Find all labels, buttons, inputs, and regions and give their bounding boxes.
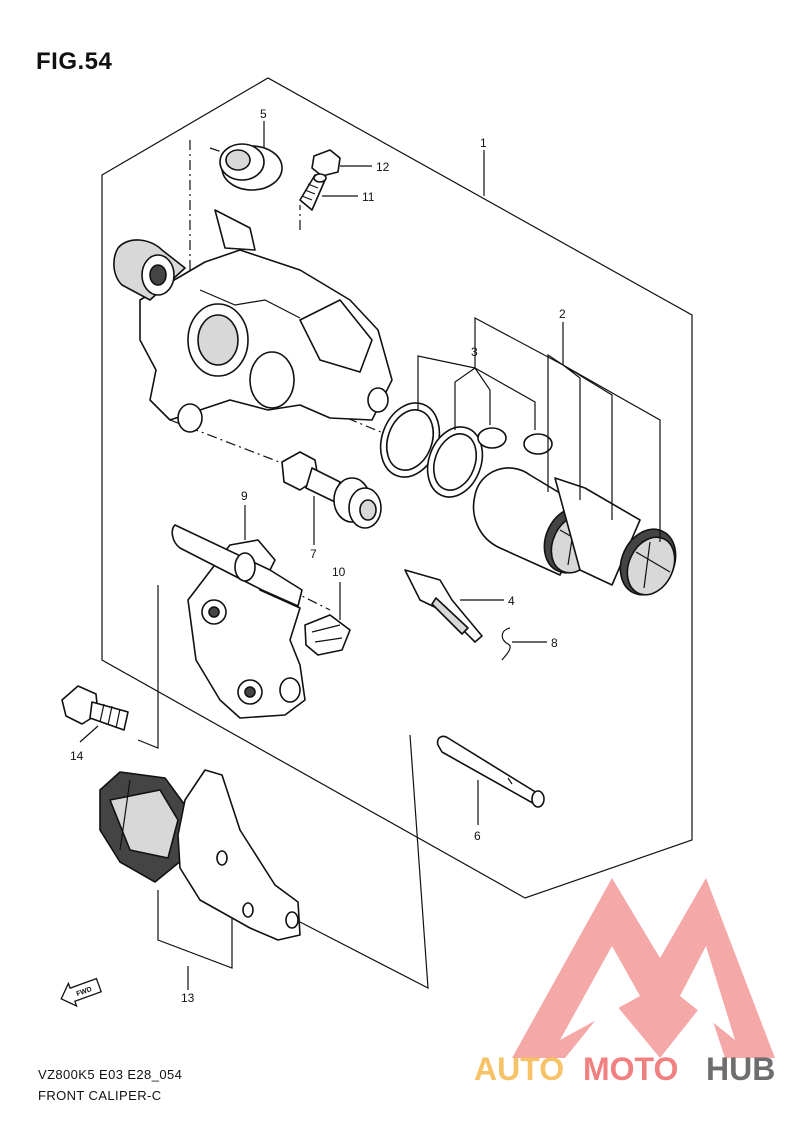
callout-8: 8 bbox=[551, 636, 558, 650]
watermark-text: AUTO MOTO HUB bbox=[474, 1051, 775, 1087]
part-9-caliper-bracket bbox=[171, 524, 306, 719]
callout-4: 4 bbox=[508, 594, 515, 608]
part-3-piston-seals bbox=[379, 402, 553, 498]
diagram-caption: FRONT CALIPER-C bbox=[38, 1088, 162, 1103]
part-14-mounting-bolt bbox=[61, 685, 129, 731]
callout-13: 13 bbox=[181, 991, 195, 1005]
callout-12: 12 bbox=[376, 160, 390, 174]
callout-3: 3 bbox=[471, 345, 478, 359]
diagram-footer: VZ800K5 E03 E28_054 FRONT CALIPER-C bbox=[38, 1064, 182, 1106]
watermark-moto: MOTO bbox=[583, 1051, 678, 1087]
part-7-slide-pin bbox=[281, 451, 382, 529]
part-12-bleeder-cap bbox=[311, 149, 341, 177]
callout-labels: 1 2 3 4 5 6 7 8 9 10 11 12 13 14 bbox=[70, 107, 566, 1005]
callout-11: 11 bbox=[362, 190, 375, 204]
part-4-pad-spring bbox=[404, 569, 483, 643]
caliper-assembly-boundary bbox=[101, 77, 693, 899]
part-8-pin-clip bbox=[501, 627, 511, 661]
diagram-code: VZ800K5 E03 E28_054 bbox=[38, 1067, 183, 1082]
pad-group-lines bbox=[157, 734, 429, 990]
figure-title: FIG.54 bbox=[36, 48, 113, 75]
part-11-bleeder-valve bbox=[299, 173, 327, 211]
callout-10: 10 bbox=[332, 565, 346, 579]
callout-9: 9 bbox=[241, 489, 248, 503]
callout-6: 6 bbox=[474, 829, 481, 843]
callout-1: 1 bbox=[480, 136, 487, 150]
part-6-pad-pin bbox=[436, 735, 545, 808]
leader-lines bbox=[79, 121, 661, 990]
callout-2: 2 bbox=[559, 307, 566, 321]
part-10-pad-clip bbox=[304, 614, 351, 656]
part-2-pistons bbox=[472, 467, 677, 596]
caliper-body bbox=[113, 209, 393, 433]
watermark-logo bbox=[512, 878, 775, 1058]
watermark-hub: HUB bbox=[706, 1051, 775, 1087]
callout-14: 14 bbox=[70, 749, 84, 763]
callout-7: 7 bbox=[310, 547, 317, 561]
part-13-brake-pads bbox=[99, 769, 301, 941]
watermark-auto: AUTO bbox=[474, 1051, 564, 1087]
part-5-boot bbox=[219, 143, 283, 191]
callout-5: 5 bbox=[260, 107, 267, 121]
forward-direction-arrow: FWD bbox=[60, 977, 103, 1008]
bracket-group-bracket bbox=[137, 585, 159, 749]
